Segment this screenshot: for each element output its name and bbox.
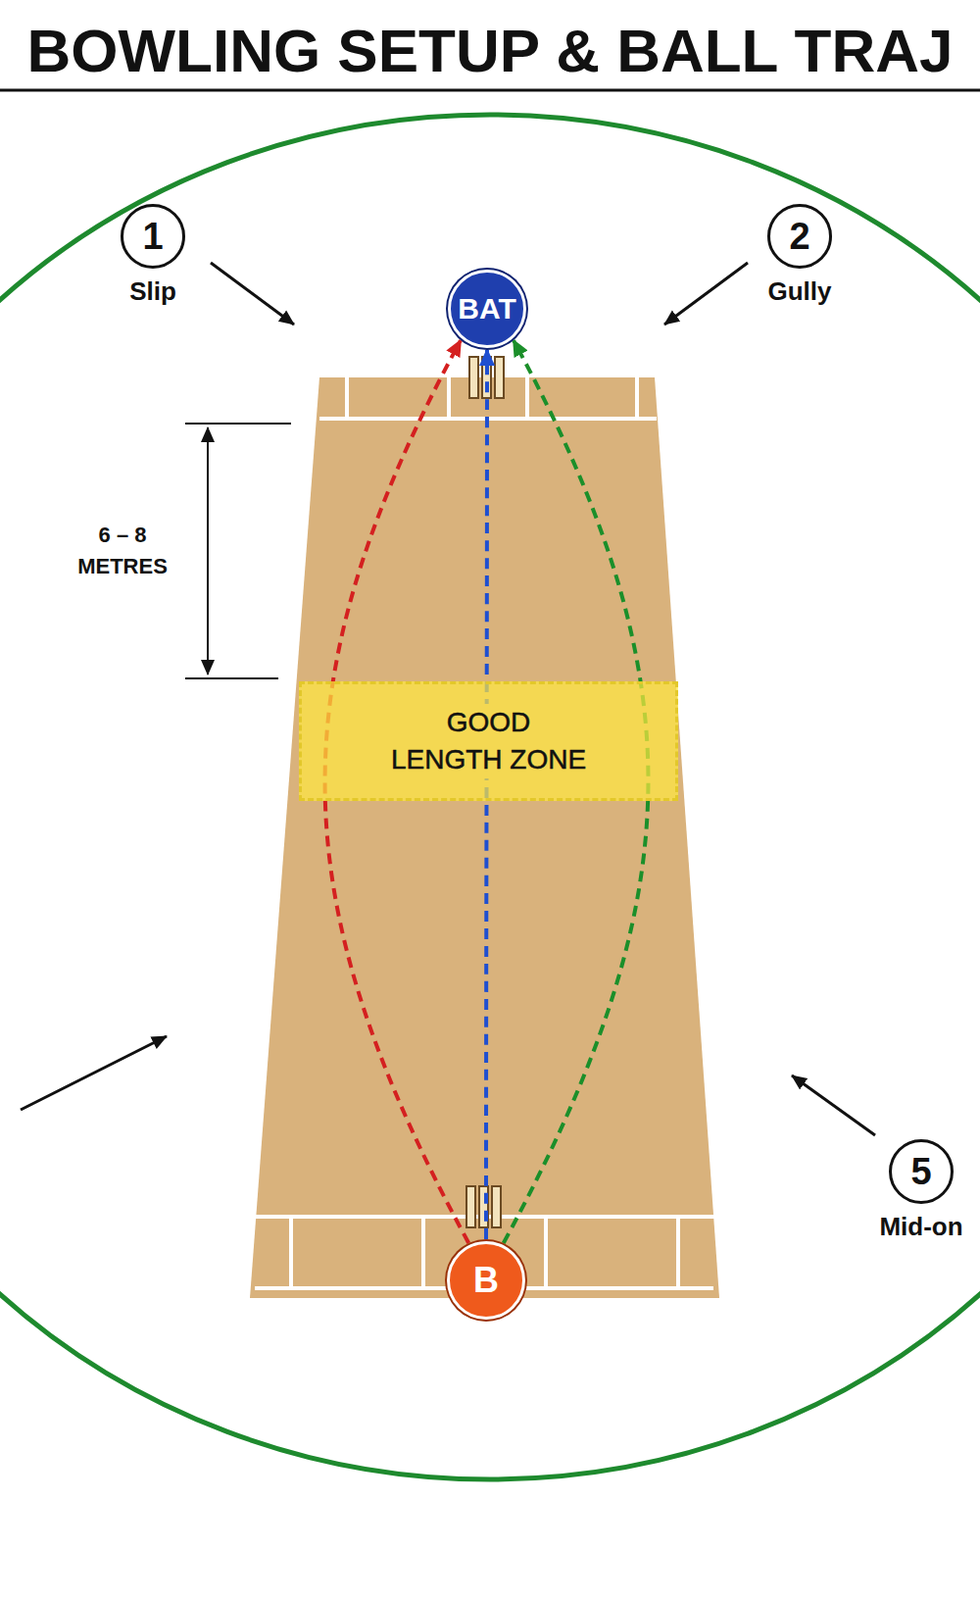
dimension-label: 6 – 8 METRES bbox=[68, 519, 177, 583]
zone-label: GOOD LENGTH ZONE bbox=[385, 703, 593, 779]
dimension-line bbox=[185, 423, 292, 679]
player-label: B bbox=[473, 1260, 499, 1300]
callout-circle: 5 bbox=[888, 1138, 954, 1204]
callout-marker: 1Slip bbox=[89, 203, 217, 306]
player-circle: B bbox=[446, 1240, 526, 1320]
callout-number: 2 bbox=[788, 216, 810, 256]
callout-circle: 1 bbox=[120, 203, 186, 269]
callout-circle: 2 bbox=[767, 203, 833, 269]
callout-number: 1 bbox=[142, 216, 163, 256]
position-label: Gully bbox=[735, 276, 864, 306]
player-circle: BAT bbox=[447, 269, 527, 348]
length-zone: GOOD LENGTH ZONE bbox=[298, 681, 679, 801]
callout-number: 5 bbox=[910, 1151, 931, 1191]
boundary bbox=[0, 114, 980, 1479]
position-label: Mid-on bbox=[857, 1211, 980, 1241]
title-underline bbox=[0, 89, 980, 93]
player-label: BAT bbox=[457, 292, 516, 326]
pointer-arrows bbox=[20, 262, 876, 1135]
title: BOWLING SETUP & BALL TRAJ bbox=[27, 13, 954, 89]
callout-marker: 5Mid-on bbox=[857, 1138, 980, 1241]
position-label: Slip bbox=[89, 276, 217, 306]
callout-marker: 2Gully bbox=[735, 203, 864, 306]
creases bbox=[252, 377, 716, 1288]
